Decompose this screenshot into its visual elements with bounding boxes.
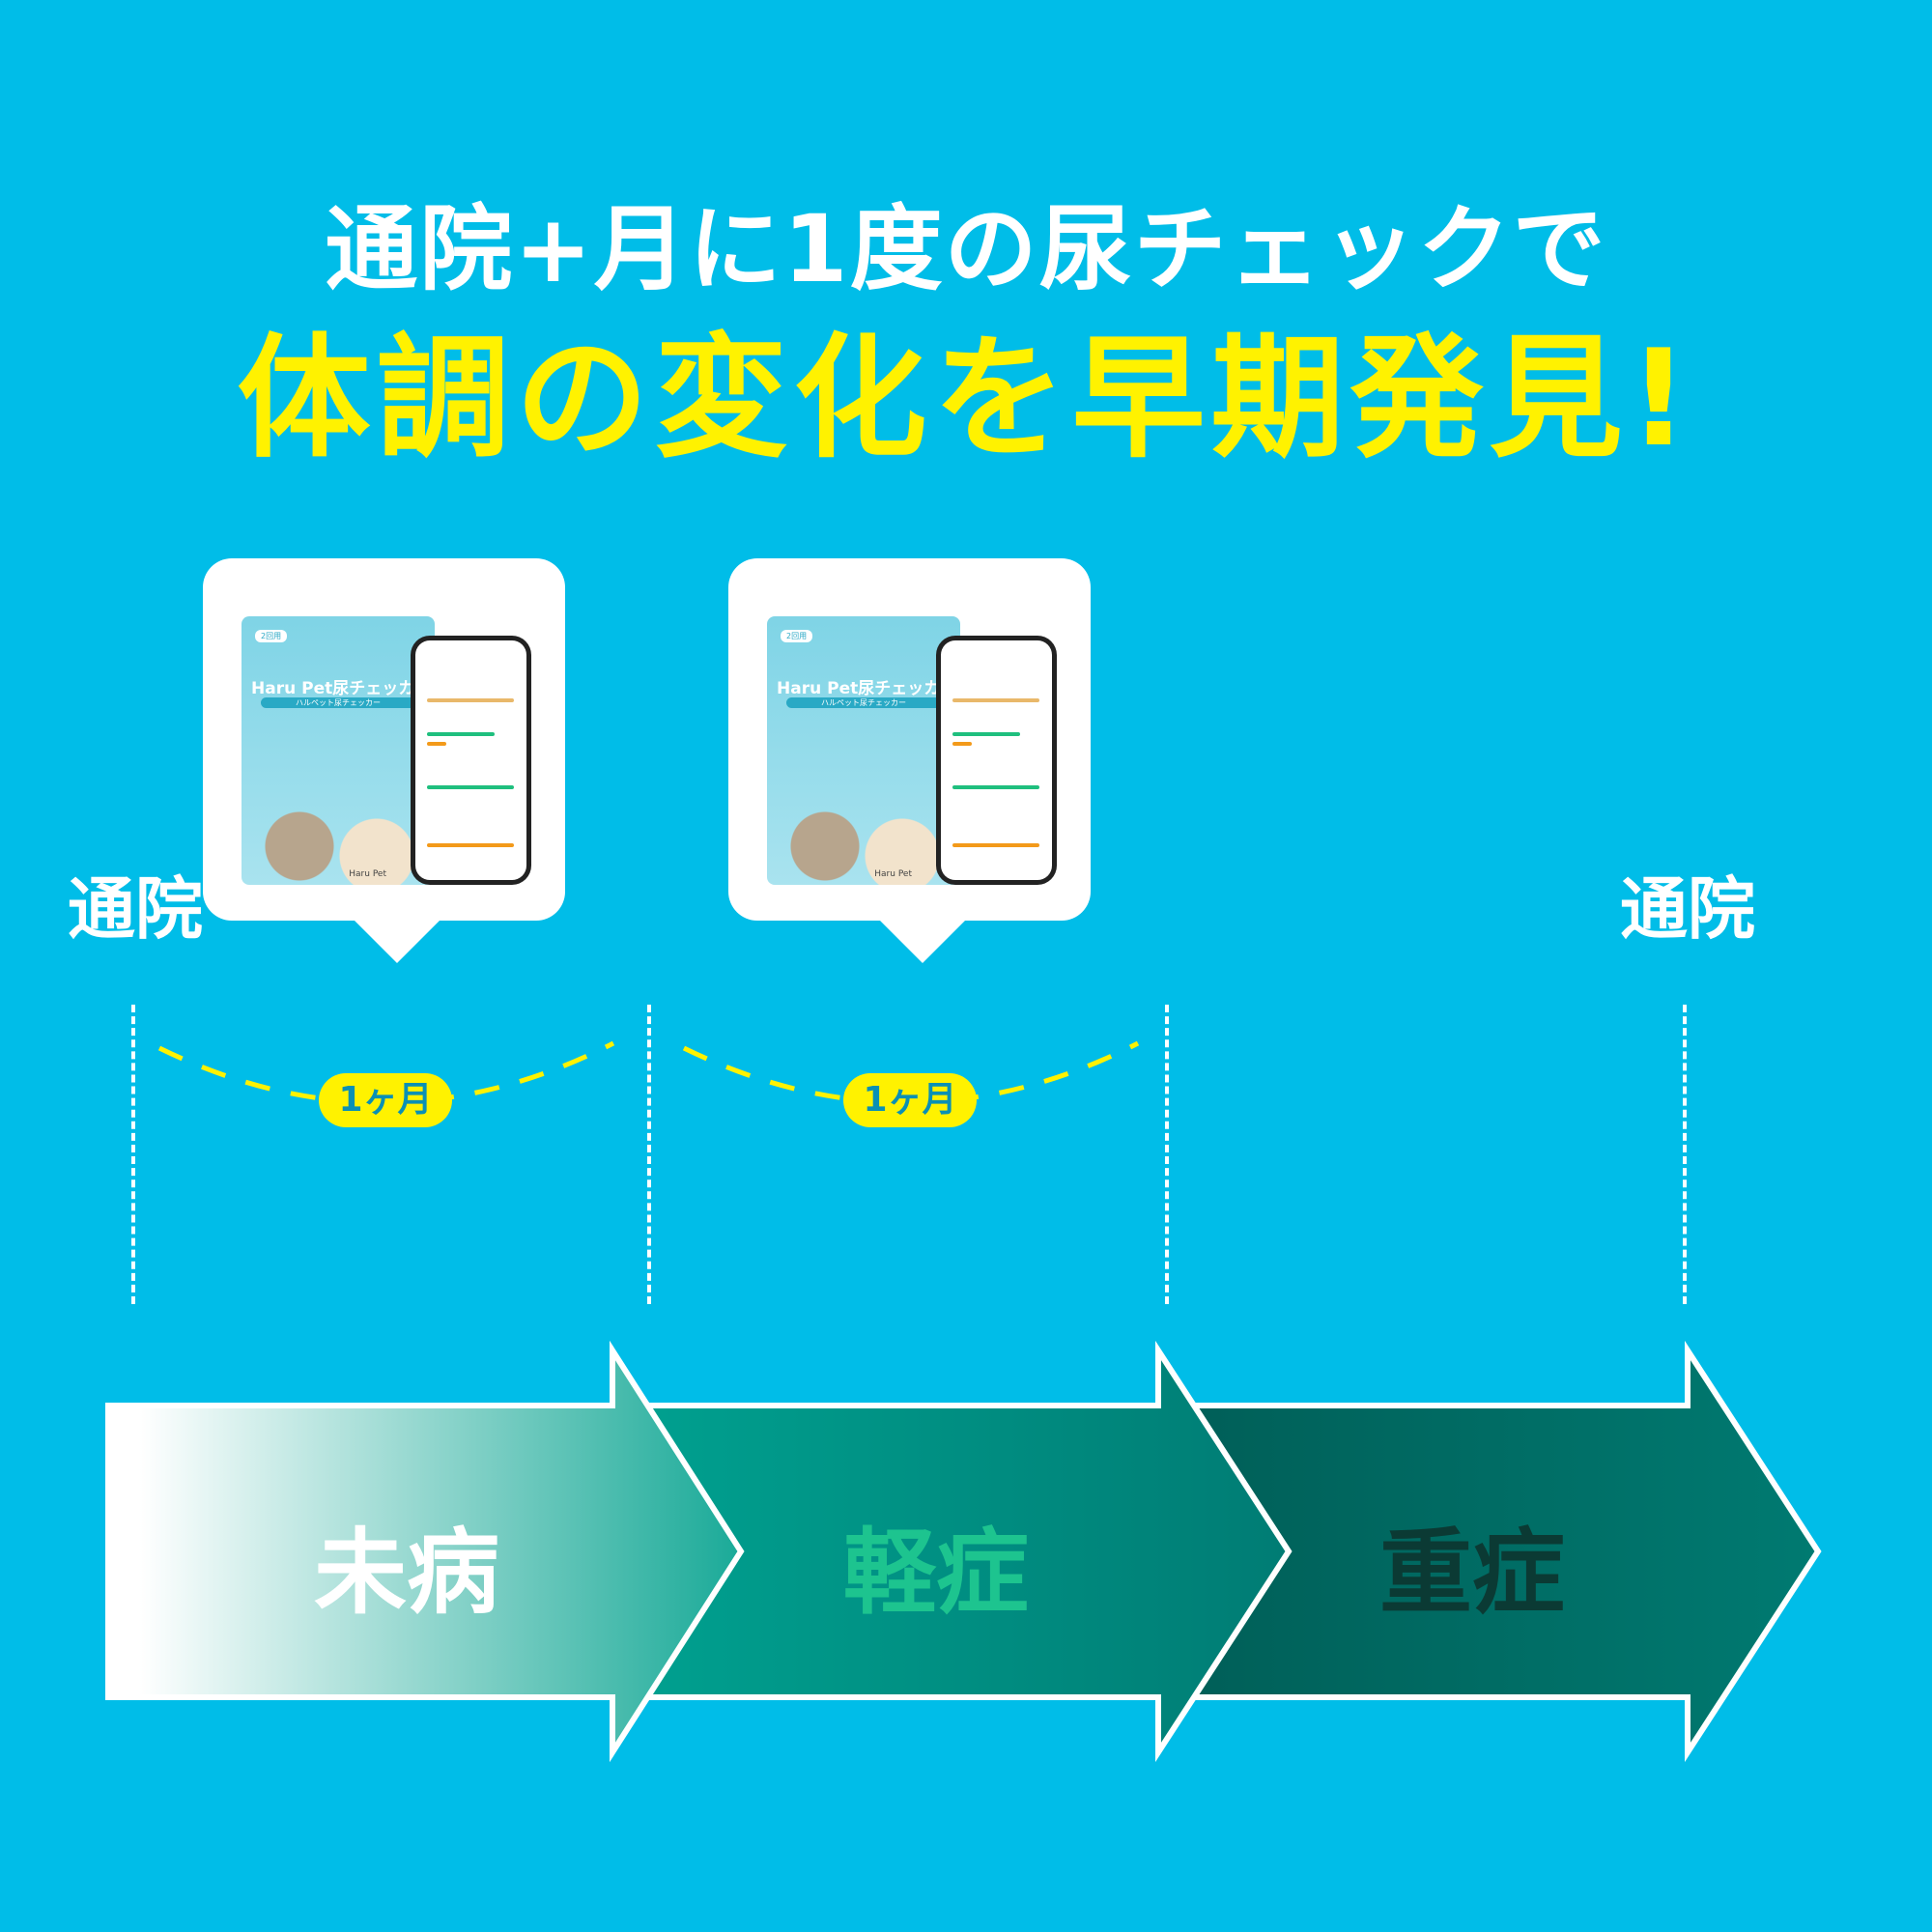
pets-image <box>242 788 435 885</box>
headline-line2: 体調の変化を早期発見! <box>237 321 1695 476</box>
interval-badge-2: 1ヶ月 <box>843 1073 977 1127</box>
timeline-divider <box>131 1005 135 1304</box>
pets-image <box>767 788 960 885</box>
phone-image <box>936 636 1057 885</box>
timeline-divider <box>1165 1005 1169 1304</box>
stage-label-pre-symptomatic: 未病 <box>314 1519 499 1627</box>
package-brand: Haru Pet <box>874 869 912 879</box>
package-count: 2回用 <box>781 630 813 642</box>
product-package: 2回用 Haru Pet尿チェッカー ハルペット尿チェッカー Haru Pet <box>242 616 435 885</box>
package-count: 2回用 <box>255 630 288 642</box>
package-name: Haru Pet尿チェッカー <box>777 679 957 698</box>
interval-badge-1: 1ヶ月 <box>319 1073 452 1127</box>
package-brand: Haru Pet <box>349 869 386 879</box>
stage-label-severe: 重症 <box>1379 1519 1565 1627</box>
phone-image <box>411 636 531 885</box>
stage-label-mild: 軽症 <box>843 1519 1029 1627</box>
product-card-1: 2回用 Haru Pet尿チェッカー ハルペット尿チェッカー Haru Pet <box>203 558 565 963</box>
product-package: 2回用 Haru Pet尿チェッカー ハルペット尿チェッカー Haru Pet <box>767 616 960 885</box>
package-subname: ハルペット尿チェッカー <box>786 697 941 708</box>
headline-line1: 通院+月に1度の尿チェックで <box>325 195 1607 303</box>
package-subname: ハルペット尿チェッカー <box>261 697 415 708</box>
product-card-2: 2回用 Haru Pet尿チェッカー ハルペット尿チェッカー Haru Pet <box>728 558 1091 963</box>
arrow-mild <box>639 1340 1293 1763</box>
visit-label-right: 通院 <box>1620 869 1755 949</box>
package-name: Haru Pet尿チェッカー <box>251 679 432 698</box>
timeline-divider <box>1683 1005 1687 1304</box>
visit-label-left: 通院 <box>68 869 203 949</box>
timeline-divider <box>647 1005 651 1304</box>
arrow-pre-symptomatic <box>105 1340 745 1763</box>
arrow-severe <box>1185 1340 1822 1763</box>
